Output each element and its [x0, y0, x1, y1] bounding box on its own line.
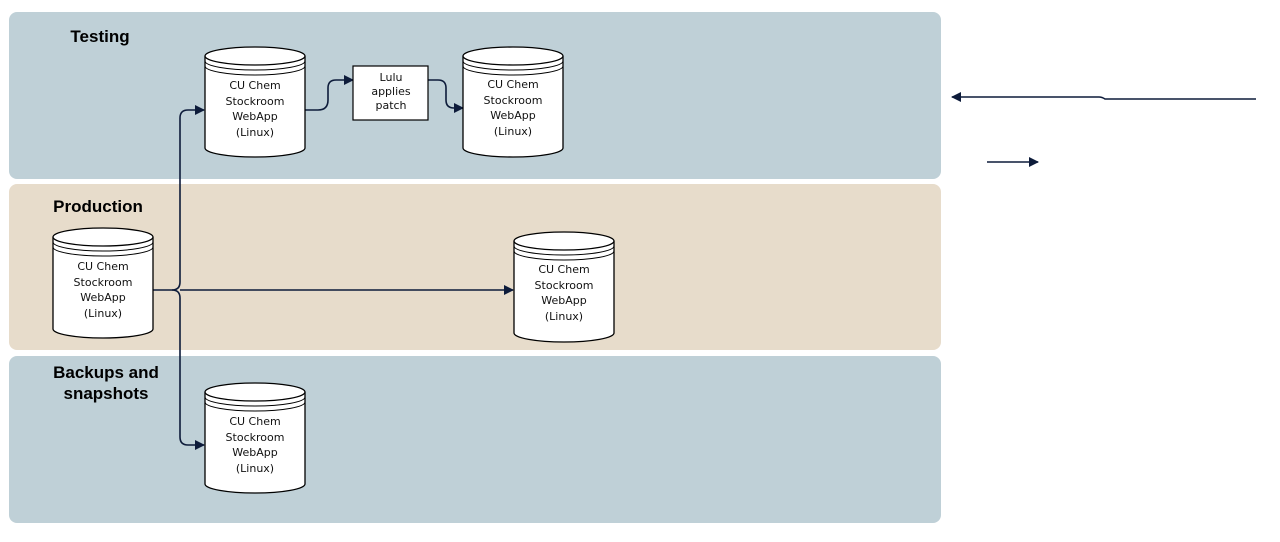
node-label-production-source: CU Chem Stockroom WebApp (Linux) — [73, 260, 133, 320]
lane-backups — [9, 356, 941, 523]
patch-box-label: Lulu applies patch — [371, 71, 411, 112]
cylinder-testing-2 — [462, 46, 564, 158]
lane-production — [9, 184, 941, 350]
node-label-testing-2: CU Chem Stockroom WebApp (Linux) — [483, 78, 543, 138]
cylinder-production-target — [513, 231, 615, 343]
lane-label-backups: Backups and snapshots — [53, 363, 159, 403]
connector-legend-long — [951, 92, 1256, 102]
lane-label-testing: Testing — [70, 27, 130, 46]
connector-prod-to-testing — [153, 105, 205, 291]
cylinder-backups — [204, 382, 306, 494]
patch-box — [352, 65, 429, 121]
connector-testing-to-patch — [305, 75, 354, 111]
cylinder-production-source — [52, 227, 154, 339]
node-label-backups: CU Chem Stockroom WebApp (Linux) — [225, 415, 285, 475]
cylinder-testing-1 — [204, 46, 306, 158]
node-label-testing-1: CU Chem Stockroom WebApp (Linux) — [225, 79, 285, 139]
node-label-production-target: CU Chem Stockroom WebApp (Linux) — [534, 263, 594, 323]
lane-label-production: Production — [53, 197, 143, 216]
connector-patch-to-testing — [428, 79, 464, 113]
connector-prod-to-backups — [171, 289, 205, 450]
